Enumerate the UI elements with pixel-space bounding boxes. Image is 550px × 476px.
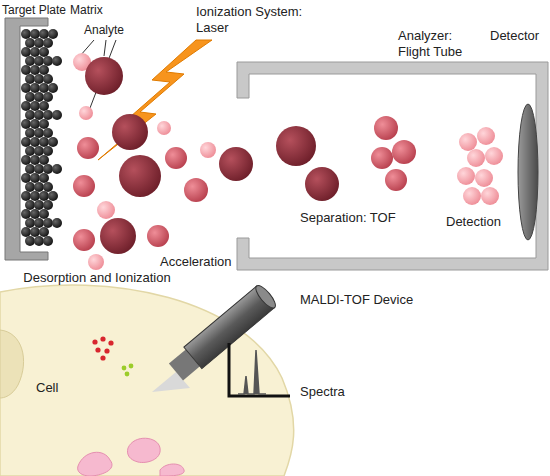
detector-plate: [518, 104, 538, 240]
spectrum: [229, 343, 290, 396]
green-molecules: [122, 364, 134, 377]
part-label: Ionization System: Laser: [196, 4, 314, 36]
part-label: Analyzer: Flight Tube: [398, 28, 486, 60]
laser-bolt: [98, 40, 212, 160]
part-label: Spectra: [300, 384, 345, 400]
stage-label: Detection: [446, 214, 501, 230]
target-plate: [5, 18, 48, 260]
red-molecules: [92, 336, 113, 360]
organelle: [127, 438, 160, 462]
organelle: [78, 452, 112, 476]
organelle: [160, 464, 184, 476]
part-label: MALDI-TOF Device: [300, 292, 413, 308]
ions: [73, 53, 503, 270]
nucleus: [0, 330, 24, 398]
part-label: Cell: [36, 380, 58, 396]
part-label: Analyte: [84, 22, 124, 38]
stage-label: Desorption and Ionization: [22, 270, 172, 286]
stage-label: Acceleration: [160, 254, 232, 270]
part-label: Detector: [490, 28, 539, 44]
part-label: Matrix: [70, 2, 103, 18]
maldi-tof-device: [167, 283, 278, 383]
matrix-crystals: [21, 29, 62, 246]
stage-label: Separation: TOF: [300, 210, 396, 226]
flight-tube: [237, 62, 548, 270]
part-label: Target Plate: [2, 2, 66, 18]
cell-body: [0, 285, 294, 476]
